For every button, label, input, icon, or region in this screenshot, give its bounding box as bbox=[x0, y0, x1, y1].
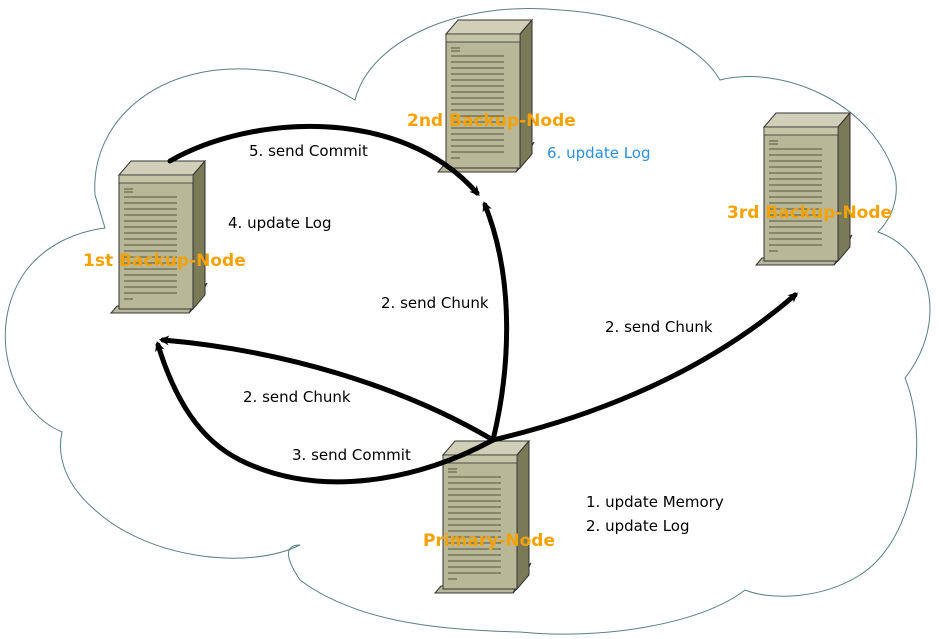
step-update-memory: 1. update Memory bbox=[586, 493, 724, 511]
node-label-primary: Primary-Node bbox=[423, 531, 555, 551]
arrow-send-commit-to-backup2 bbox=[167, 123, 480, 197]
arrow-send-chunk-to-backup1 bbox=[159, 335, 496, 443]
server-icon-2nd-backup bbox=[437, 19, 535, 173]
step-send-chunk-to-backup1: 2. send Chunk bbox=[243, 388, 351, 406]
node-label-1st-backup: 1st Backup-Node bbox=[83, 251, 246, 271]
step-update-log-primary: 2. update Log bbox=[586, 517, 690, 535]
arrow-send-chunk-to-backup2 bbox=[482, 201, 510, 443]
step-send-commit-to-backup1: 3. send Commit bbox=[292, 446, 411, 464]
step-update-log-backup1: 4. update Log bbox=[228, 214, 332, 232]
node-label-2nd-backup: 2nd Backup-Node bbox=[407, 111, 576, 131]
node-label-3rd-backup: 3rd Backup-Node bbox=[727, 203, 892, 223]
step-send-chunk-to-backup3: 2. send Chunk bbox=[605, 318, 713, 336]
step-send-commit-to-backup2: 5. send Commit bbox=[249, 142, 368, 160]
server-icon-3rd-backup bbox=[755, 112, 853, 266]
cloud-shape bbox=[4, 7, 931, 635]
step-update-log-backup2: 6. update Log bbox=[547, 144, 651, 162]
server-icon-1st-backup bbox=[110, 160, 208, 314]
step-send-chunk-to-backup2: 2. send Chunk bbox=[381, 294, 489, 312]
arrow-send-chunk-to-backup3 bbox=[490, 292, 799, 443]
arrow-send-commit-to-backup1 bbox=[154, 341, 496, 485]
server-icon-primary bbox=[434, 440, 532, 594]
